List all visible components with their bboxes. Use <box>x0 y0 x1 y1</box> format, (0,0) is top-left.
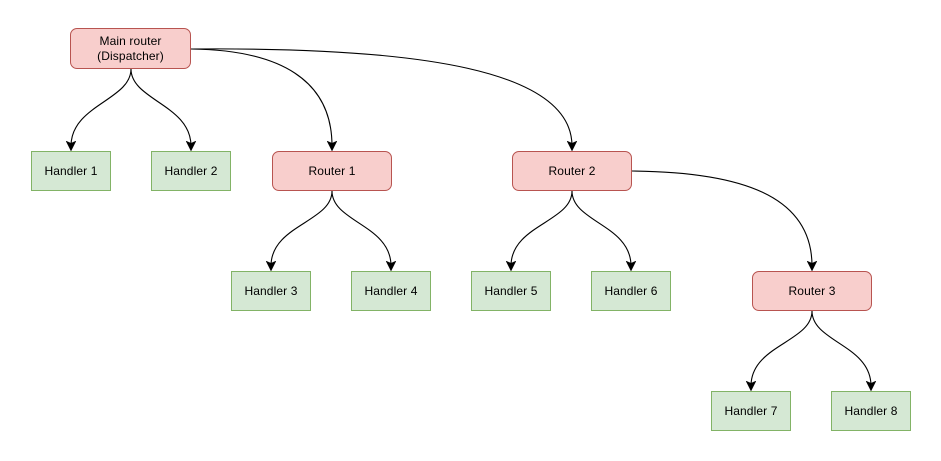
node-router-3[interactable]: Router 3 <box>752 271 872 311</box>
node-handler-5[interactable]: Handler 5 <box>471 271 551 311</box>
edge-paths <box>71 48 871 386</box>
node-label-handler-6: Handler 6 <box>604 283 658 298</box>
node-label-handler-2: Handler 2 <box>164 163 218 178</box>
node-label-main-router: Main router (Dispatcher) <box>97 33 164 63</box>
node-label-handler-7: Handler 7 <box>724 403 778 418</box>
node-label-handler-4: Handler 4 <box>364 283 418 298</box>
node-label-handler-5: Handler 5 <box>484 283 538 298</box>
node-label-handler-8: Handler 8 <box>844 403 898 418</box>
node-label-router-2: Router 2 <box>548 163 596 178</box>
edge-router-3-to-handler-7 <box>751 310 813 386</box>
node-handler-2[interactable]: Handler 2 <box>151 151 231 191</box>
edge-main-to-router-2 <box>190 48 572 146</box>
node-main-router[interactable]: Main router (Dispatcher) <box>70 28 191 69</box>
edge-router-2-to-handler-6 <box>571 190 631 266</box>
edge-main-to-handler-2 <box>130 68 191 146</box>
node-handler-4[interactable]: Handler 4 <box>351 271 431 311</box>
node-handler-1[interactable]: Handler 1 <box>31 151 111 191</box>
edge-router-2-to-handler-5 <box>511 190 573 266</box>
node-label-handler-3: Handler 3 <box>244 283 298 298</box>
edge-main-to-router-1 <box>190 48 332 146</box>
node-handler-6[interactable]: Handler 6 <box>591 271 671 311</box>
node-label-router-1: Router 1 <box>308 163 356 178</box>
edge-router-1-to-handler-4 <box>331 190 391 266</box>
node-handler-3[interactable]: Handler 3 <box>231 271 311 311</box>
edge-router-1-to-handler-3 <box>271 190 333 266</box>
edge-router-3-to-handler-8 <box>811 310 871 386</box>
node-handler-7[interactable]: Handler 7 <box>711 391 791 431</box>
edge-main-to-handler-1 <box>71 68 132 146</box>
node-router-1[interactable]: Router 1 <box>272 151 392 191</box>
node-label-handler-1: Handler 1 <box>44 163 98 178</box>
edge-router-2-to-router-3 <box>631 170 812 266</box>
node-router-2[interactable]: Router 2 <box>512 151 632 191</box>
node-handler-8[interactable]: Handler 8 <box>831 391 911 431</box>
node-label-router-3: Router 3 <box>788 283 836 298</box>
